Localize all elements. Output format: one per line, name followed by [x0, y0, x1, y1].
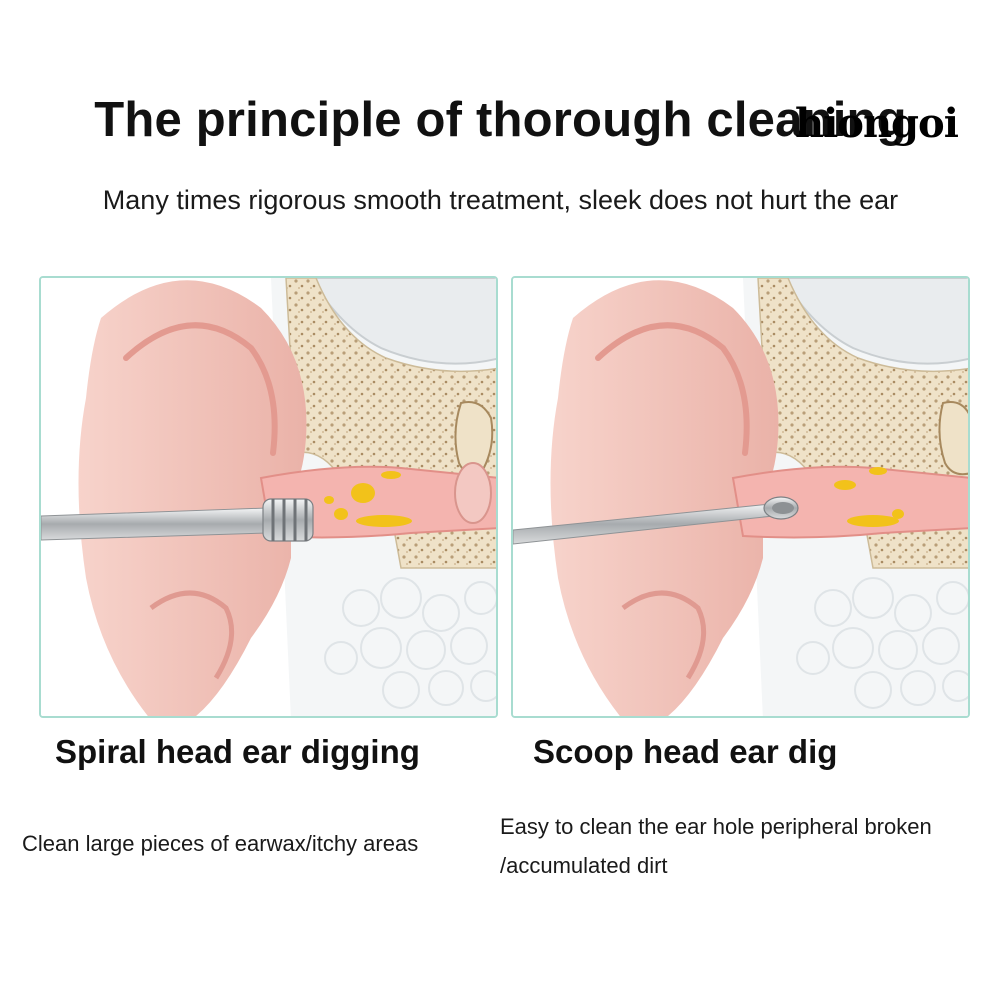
spiral-head-label: Spiral head ear digging — [55, 733, 420, 770]
ear-cross-section-illustration-scoop — [513, 278, 968, 716]
scoop-head-description-line-2: /accumulated dirt — [500, 853, 668, 878]
brand-watermark: hiongoi — [795, 100, 959, 147]
scoop-head-description-line-1: Easy to clean the ear hole peripheral br… — [500, 814, 932, 839]
spiral-head-ear-pick-icon — [41, 498, 314, 542]
ear-cross-section-illustration-spiral — [41, 278, 496, 716]
scoop-head-illustration-panel — [511, 276, 970, 718]
scoop-head-ear-pick-icon — [513, 496, 799, 545]
page-subtitle: Many times rigorous smooth treatment, sl… — [102, 185, 899, 215]
spiral-head-description: Clean large pieces of earwax/itchy areas — [22, 831, 419, 856]
spiral-head-illustration-panel — [39, 276, 498, 718]
page-title: The principle of thorough cleaning — [94, 93, 907, 147]
scoop-head-label: Scoop head ear dig — [533, 733, 838, 770]
